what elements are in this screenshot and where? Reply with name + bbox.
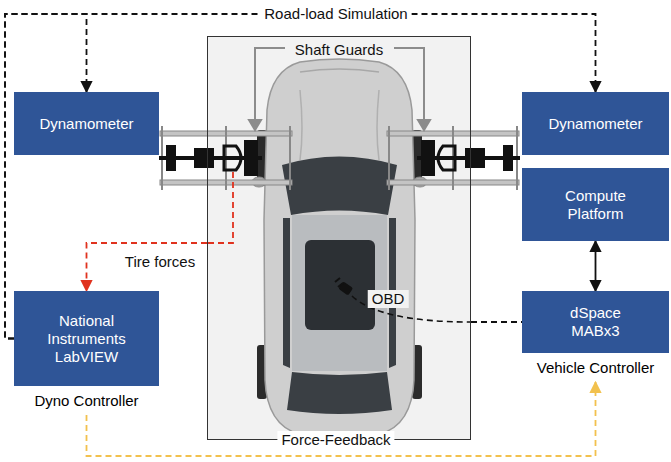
- box-label: National Instruments LabVIEW: [22, 312, 151, 366]
- connector-label: Force-Feedback: [277, 431, 394, 449]
- connector-label: Tire forces: [121, 253, 199, 271]
- obd-plug: [335, 278, 471, 322]
- connector: [87, 243, 208, 291]
- connector-label: OBD: [368, 290, 409, 308]
- controller-box: dSpace MABx3Vehicle Controller: [522, 291, 669, 353]
- box-label: Compute Platform: [542, 187, 649, 223]
- dynamometer-box: Dynamometer: [522, 92, 669, 155]
- connector-label: Road-load Simulation: [260, 5, 411, 23]
- tire-force-wire: [207, 172, 233, 243]
- box-caption: Vehicle Controller: [512, 359, 671, 377]
- shaft-guard-bracket: [249, 48, 430, 130]
- box-label: Dynamometer: [39, 115, 133, 133]
- car: [264, 59, 415, 437]
- car: [282, 157, 397, 216]
- dynamometer-box: Dynamometer: [14, 92, 159, 155]
- connector: [595, 241, 597, 291]
- box-label: Shaft Guards: [208, 41, 470, 59]
- connector: [471, 321, 522, 323]
- shaft-guard-bracket: [249, 120, 261, 130]
- car: [300, 69, 379, 72]
- connector: [87, 382, 596, 456]
- connector: [5, 14, 596, 339]
- controller-box: National Instruments LabVIEWDyno Control…: [14, 291, 159, 386]
- connector: [5, 14, 87, 339]
- box-label: Dynamometer: [548, 115, 642, 133]
- test-cell: [207, 36, 471, 440]
- shaft-guard-bracket: [394, 48, 424, 122]
- compute-box: Compute Platform: [522, 168, 669, 241]
- shaft-guard-bracket: [418, 120, 430, 130]
- box-label: dSpace MABx3: [550, 304, 641, 340]
- car: [300, 90, 379, 160]
- car: [252, 59, 427, 437]
- car: [287, 372, 392, 414]
- test-cell-box: Shaft Guards: [207, 36, 471, 440]
- shaft-coupling: [159, 126, 292, 190]
- car: [305, 240, 375, 330]
- shaft-coupling: [387, 126, 520, 190]
- shaft-guard-bracket: [255, 48, 285, 122]
- box-caption: Dyno Controller: [4, 392, 169, 410]
- obd-plug: [338, 281, 353, 295]
- obd-plug: [335, 278, 343, 287]
